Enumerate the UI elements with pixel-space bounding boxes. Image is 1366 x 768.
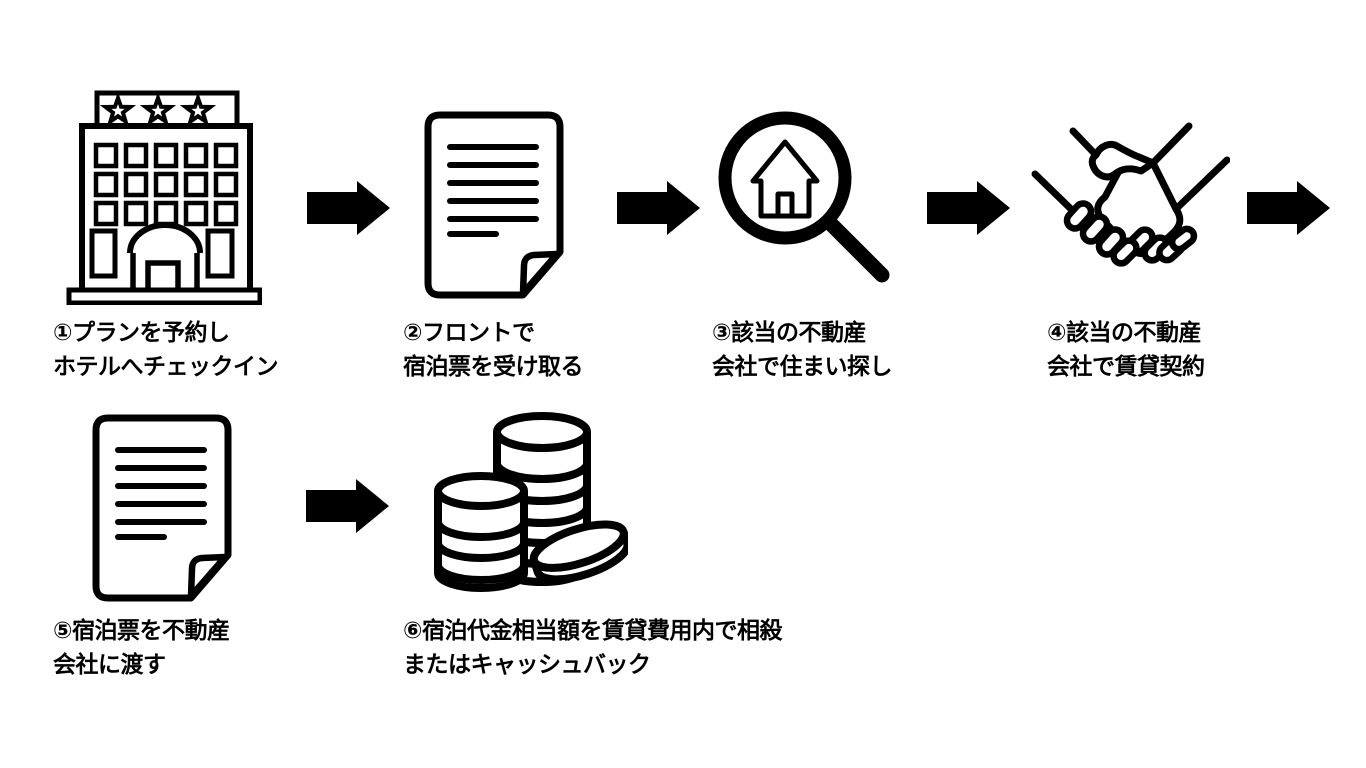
document-icon — [424, 111, 564, 299]
step-4-line-1: ④該当の不動産 — [1047, 320, 1201, 346]
step-6-label: ⑥宿泊代金相当額を賃貸費用内で相殺 またはキャッシュバック — [403, 614, 782, 682]
step-5-line-2: 会社に渡す — [53, 652, 166, 678]
step-1-label: ①プランを予約し ホテルへチェックイン — [53, 316, 279, 384]
house-search-icon — [718, 111, 890, 283]
step-5-line-1: ⑤宿泊票を不動産 — [53, 618, 230, 644]
arrow-right-icon — [306, 479, 389, 533]
step-2-line-2: 宿泊票を受け取る — [403, 354, 584, 380]
step-3-line-1: ③該当の不動産 — [712, 320, 866, 346]
step-1-line-2: ホテルへチェックイン — [53, 354, 279, 380]
step-6-line-2: またはキャッシュバック — [403, 652, 651, 678]
arrow-right-icon — [307, 181, 390, 235]
step-4-line-2: 会社で賃貸契約 — [1047, 354, 1205, 380]
step-3-line-2: 会社で住まい探し — [712, 354, 893, 380]
document-icon — [92, 414, 232, 602]
step-5-label: ⑤宿泊票を不動産 会社に渡す — [53, 614, 230, 682]
hotel-icon — [66, 90, 262, 305]
step-4-label: ④該当の不動産 会社で賃貸契約 — [1047, 316, 1205, 384]
step-3-label: ③該当の不動産 会社で住まい探し — [712, 316, 893, 384]
arrow-right-icon — [1247, 181, 1330, 235]
step-2-line-1: ②フロントで — [403, 320, 535, 346]
arrow-right-icon — [927, 181, 1010, 235]
coins-icon — [434, 412, 628, 592]
step-1-line-1: ①プランを予約し — [53, 320, 230, 346]
step-2-label: ②フロントで 宿泊票を受け取る — [403, 316, 584, 384]
arrow-right-icon — [617, 181, 700, 235]
handshake-icon — [1031, 122, 1230, 267]
step-6-line-1: ⑥宿泊代金相当額を賃貸費用内で相殺 — [403, 618, 782, 644]
